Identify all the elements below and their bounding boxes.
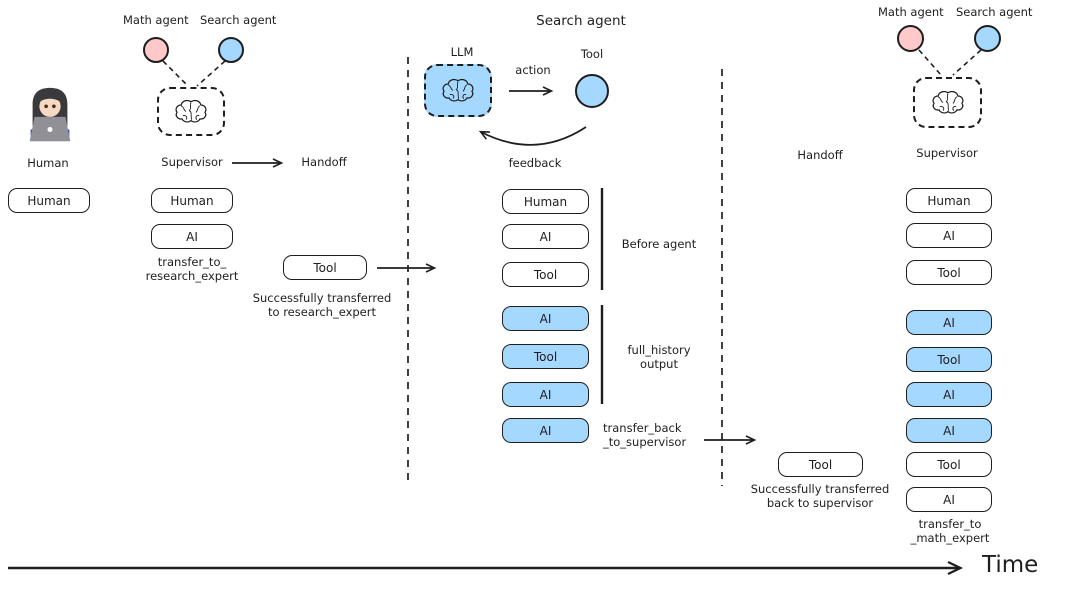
- human-actor-label: Human: [27, 156, 69, 170]
- math-agent-label: Math agent: [123, 13, 189, 27]
- message-box-ai: AI: [151, 224, 233, 249]
- message-label: AI: [943, 387, 955, 402]
- message-box-human: Human: [8, 188, 90, 213]
- search-agent-label: Search agent: [956, 5, 1033, 19]
- message-box-ai: AI: [906, 418, 992, 443]
- brain-icon: [440, 77, 476, 104]
- supervisor-node: [157, 87, 225, 136]
- message-box-ai: AI: [906, 487, 992, 512]
- supervisor-label: Supervisor: [916, 146, 978, 160]
- tool-node-label: Tool: [580, 47, 604, 61]
- message-box-tool: Tool: [906, 260, 992, 285]
- message-box-tool: Tool: [502, 262, 589, 287]
- message-box-ai: AI: [502, 382, 589, 407]
- supervisor-label: Supervisor: [161, 155, 223, 169]
- message-box-ai: AI: [502, 306, 589, 331]
- math-agent-label: Math agent: [878, 5, 944, 19]
- message-box-tool: Tool: [778, 452, 863, 477]
- before-agent-label: Before agent: [621, 237, 697, 251]
- message-label: Tool: [533, 349, 558, 364]
- message-box-ai: AI: [502, 418, 589, 443]
- message-box-tool: Tool: [502, 344, 589, 369]
- feedback-label: feedback: [508, 156, 562, 170]
- transferred-back-to-supervisor-caption: Successfully transferred back to supervi…: [750, 482, 890, 510]
- sup2-math-agent-link: [918, 49, 942, 76]
- message-label: AI: [539, 423, 552, 438]
- message-label: Tool: [808, 457, 833, 472]
- transfer-to-math-expert-caption: transfer_to _math_expert: [910, 517, 990, 545]
- message-label: Human: [170, 193, 214, 208]
- message-label: Tool: [937, 457, 961, 472]
- transferred-to-research-expert-caption: Successfully transferred to research_exp…: [252, 291, 392, 319]
- message-box-ai: AI: [906, 382, 992, 407]
- message-label: AI: [539, 229, 552, 244]
- full-history-output-label: full_history output: [627, 343, 691, 371]
- message-label: AI: [539, 387, 552, 402]
- brain-icon: [930, 89, 966, 116]
- message-label: AI: [943, 315, 955, 330]
- message-label: Tool: [313, 260, 337, 275]
- message-label: Tool: [937, 352, 961, 367]
- message-box-ai: AI: [906, 223, 992, 248]
- message-box-human: Human: [502, 189, 589, 214]
- sup2-search-agent-link: [952, 49, 982, 76]
- message-box-tool: Tool: [906, 347, 992, 372]
- woman-technologist-icon: [29, 87, 71, 142]
- message-label: AI: [943, 228, 955, 243]
- search-agent-dot: [974, 25, 1001, 52]
- supervisor-node: [913, 77, 982, 128]
- time-axis-label: Time: [982, 552, 1039, 578]
- transfer-back-to-supervisor-caption: transfer_back _to_supervisor: [603, 421, 687, 449]
- math-agent-dot: [143, 37, 169, 63]
- llm-node: [424, 64, 492, 117]
- brain-icon: [173, 98, 209, 125]
- message-box-tool: Tool: [283, 255, 367, 280]
- message-label: Human: [523, 194, 568, 209]
- message-label: Human: [927, 193, 971, 208]
- message-label: AI: [539, 311, 552, 326]
- tool-node-dot: [575, 74, 609, 108]
- message-label: AI: [943, 492, 955, 507]
- search-agent-label: Search agent: [200, 13, 277, 27]
- llm-label: LLM: [450, 45, 474, 59]
- search-agent-dot: [218, 37, 244, 63]
- message-box-ai: AI: [906, 310, 992, 335]
- human-avatar: [21, 84, 79, 148]
- message-label: Human: [27, 193, 71, 208]
- sup1-search-agent-link: [196, 60, 226, 87]
- feedback-arrow: [478, 126, 587, 146]
- sup1-math-agent-link: [162, 60, 189, 87]
- search-agent-panel-title: Search agent: [536, 13, 626, 29]
- message-label: AI: [186, 229, 198, 244]
- handoff-label: Handoff: [301, 155, 347, 169]
- transfer-to-research-expert-caption: transfer_to_ research_expert: [145, 255, 239, 283]
- action-label: action: [515, 63, 551, 77]
- message-box-human: Human: [906, 188, 992, 213]
- message-box-ai: AI: [502, 224, 589, 249]
- message-box-tool: Tool: [906, 452, 992, 477]
- message-box-human: Human: [151, 188, 233, 213]
- message-label: AI: [943, 423, 955, 438]
- math-agent-dot: [897, 25, 924, 52]
- message-label: Tool: [533, 267, 558, 282]
- message-label: Tool: [937, 265, 961, 280]
- handoff-label: Handoff: [797, 148, 843, 162]
